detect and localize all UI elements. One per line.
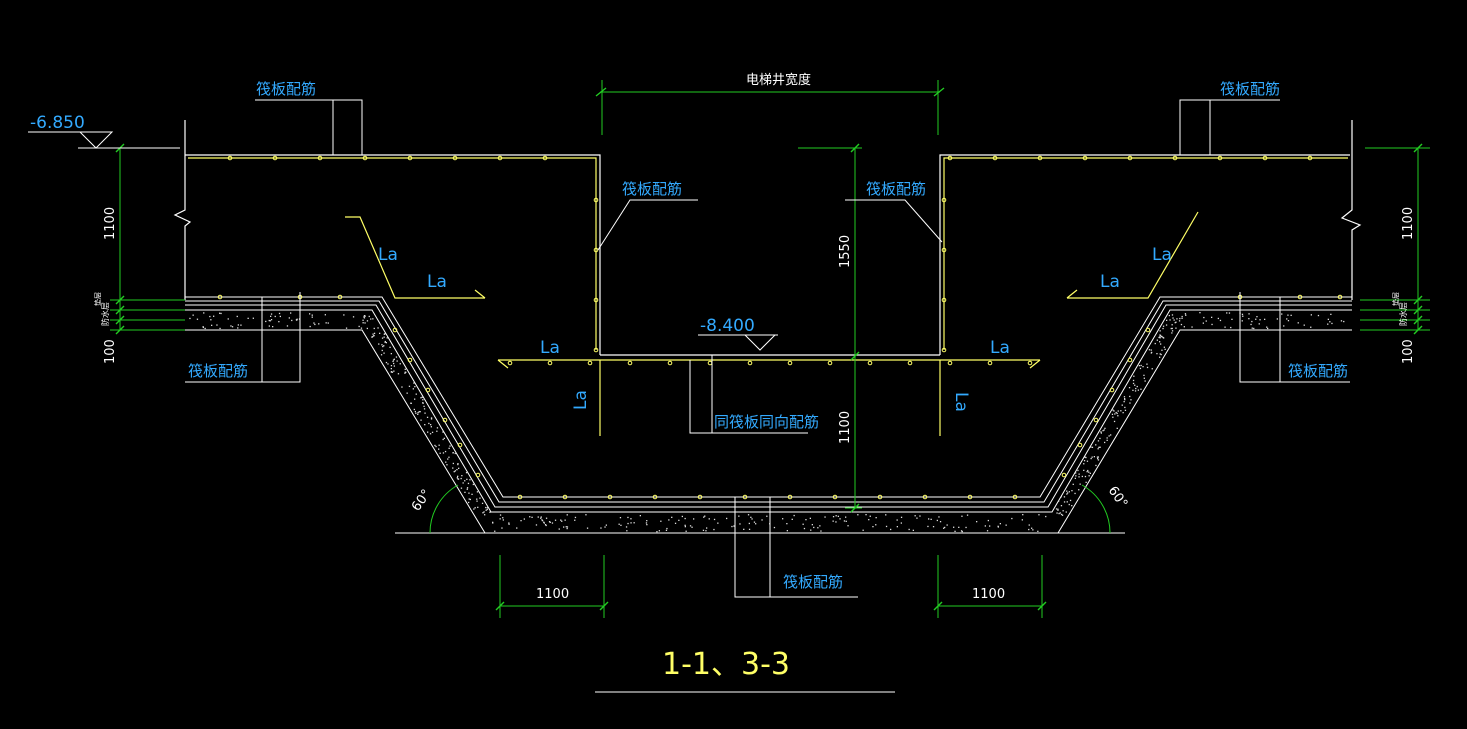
leader-top-right bbox=[1179, 99, 1280, 155]
right-anchorage-tick bbox=[1066, 289, 1078, 299]
left-angle-arc bbox=[429, 484, 459, 534]
right-angle-arc bbox=[1081, 484, 1111, 534]
label-raft-rebar-bottom-left: 筏板配筋 bbox=[188, 362, 248, 380]
dim-cushion-label-right: 垫层 bbox=[1391, 292, 1400, 306]
angle-left: 60° bbox=[409, 487, 435, 514]
leader-same-direction bbox=[689, 360, 808, 434]
dim-waterproof-left: 防水层 bbox=[100, 302, 110, 326]
right-anchorage-rebar bbox=[1067, 211, 1199, 299]
left-anchorage-rebar bbox=[345, 216, 485, 299]
dimension-text: 1100 1100 100 100 防水层 垫层 防水层 垫层 1550 110… bbox=[93, 207, 1416, 602]
la-pit-left-vertical: La bbox=[571, 390, 591, 410]
la-pit-right-vertical: La bbox=[951, 392, 971, 412]
pit-rebar-right-tick bbox=[1029, 359, 1041, 369]
label-raft-rebar-bottom-center: 筏板配筋 bbox=[783, 573, 843, 591]
layer-line-4 bbox=[185, 309, 1352, 513]
dim-waterproof-right: 防水层 bbox=[1398, 302, 1408, 326]
dim-bottom-left: 1100 bbox=[536, 587, 569, 602]
dim-cushion-label-left: 垫层 bbox=[93, 292, 102, 306]
label-raft-rebar-top-right: 筏板配筋 bbox=[1220, 80, 1280, 98]
dim-cushion-right: 100 bbox=[1401, 339, 1416, 364]
dim-slab-right: 1100 bbox=[1401, 207, 1416, 240]
left-break-line bbox=[173, 120, 192, 300]
elev-top-triangle bbox=[78, 131, 114, 149]
leader-bottom-center bbox=[734, 497, 858, 598]
top-rebar-left bbox=[188, 157, 597, 350]
label-elevator-width: 电梯井宽度 bbox=[746, 72, 811, 88]
rebar-lines bbox=[188, 157, 1348, 436]
leader-pit-right bbox=[845, 199, 943, 243]
label-same-direction: 同筏板同向配筋 bbox=[714, 413, 819, 431]
elevation-pit: -8.400 bbox=[700, 316, 755, 336]
pit-rebar-left-tick bbox=[497, 359, 509, 369]
leader-bottom-left bbox=[185, 292, 301, 383]
top-rebar-right bbox=[943, 157, 1348, 350]
section-title: 1-1、3-3 bbox=[662, 647, 790, 682]
leader-lines bbox=[28, 99, 1350, 693]
left-top-surface bbox=[185, 154, 601, 355]
layer-line-2 bbox=[185, 300, 1352, 503]
label-raft-rebar-pit-right: 筏板配筋 bbox=[866, 180, 926, 198]
leader-top-left bbox=[255, 99, 363, 155]
concrete-cushion-hatch bbox=[189, 312, 1345, 533]
la-left-2: La bbox=[427, 272, 447, 292]
label-raft-rebar-top-left: 筏板配筋 bbox=[256, 80, 316, 98]
label-raft-rebar-pit-left: 筏板配筋 bbox=[622, 180, 682, 198]
right-top-surface bbox=[939, 154, 1350, 355]
elev-pit-triangle bbox=[743, 334, 777, 351]
leader-pit-left bbox=[597, 199, 698, 251]
bottom-layers bbox=[185, 296, 1352, 534]
la-pit-left: La bbox=[540, 338, 560, 358]
annotations: 筏板配筋 筏板配筋 筏板配筋 筏板配筋 筏板配筋 筏板配筋 筏板配筋 同筏板同向… bbox=[30, 72, 1348, 591]
dim-pit-depth: 1550 bbox=[838, 235, 853, 268]
la-right-1: La bbox=[1152, 245, 1172, 265]
layer-line-3 bbox=[185, 304, 1352, 508]
dim-pit-bottom: 1100 bbox=[838, 411, 853, 444]
la-pit-right: La bbox=[990, 338, 1010, 358]
dim-cushion-left: 100 bbox=[103, 339, 118, 364]
dim-slab-left: 1100 bbox=[103, 207, 118, 240]
right-break-line bbox=[1340, 120, 1362, 300]
la-left-1: La bbox=[378, 245, 398, 265]
elevation-top: -6.850 bbox=[30, 113, 85, 133]
dim-bottom-right: 1100 bbox=[972, 587, 1005, 602]
leader-bottom-right bbox=[1239, 292, 1350, 383]
rebar-dots bbox=[217, 155, 1343, 500]
label-raft-rebar-bottom-right: 筏板配筋 bbox=[1288, 362, 1348, 380]
dim-ticks bbox=[115, 87, 1423, 611]
left-anchorage-tick bbox=[474, 289, 486, 299]
structure-outline bbox=[173, 120, 1362, 356]
la-right-2: La bbox=[1100, 272, 1120, 292]
layer-line-1 bbox=[185, 296, 1352, 498]
angle-right: 60° bbox=[1105, 484, 1131, 511]
